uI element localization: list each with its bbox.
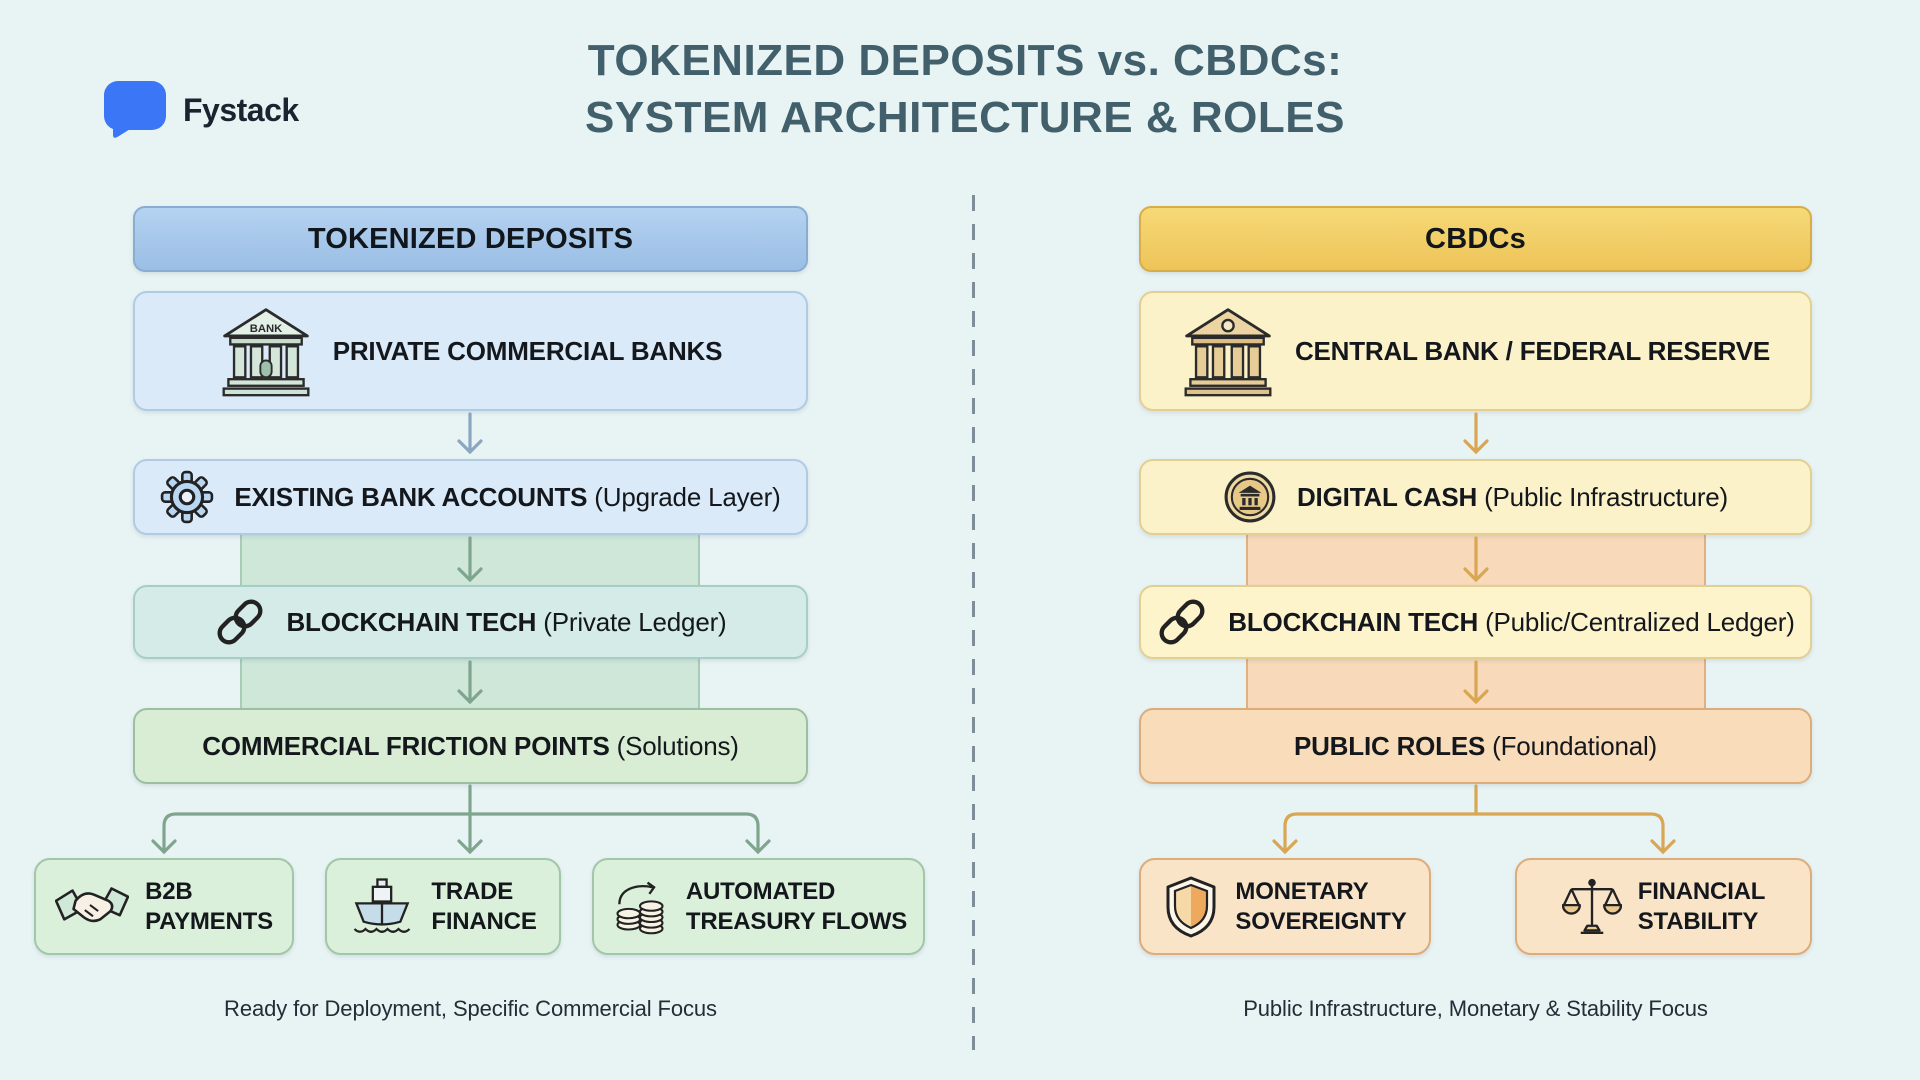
box-label: BLOCKCHAIN TECH (Public/Centralized Ledg… bbox=[1228, 606, 1795, 637]
box-label: PRIVATE COMMERCIAL BANKS bbox=[332, 335, 723, 366]
bank-icon: BANK bbox=[222, 308, 310, 397]
arrow-left-1 bbox=[457, 412, 483, 455]
box-central-bank-federal-reserve: CENTRAL BANK / FEDERAL RESERVE bbox=[1139, 291, 1812, 411]
arrow-right-1 bbox=[1463, 412, 1489, 455]
central-bank-icon bbox=[1184, 308, 1272, 397]
column-divider bbox=[972, 195, 975, 1050]
box-label: DIGITAL CASH (Public Infrastructure) bbox=[1296, 481, 1729, 512]
right-header-label: CBDCs bbox=[1425, 222, 1526, 255]
ship-icon bbox=[354, 877, 411, 933]
box-private-commercial-banks: BANK PRIVATE COMMERCIAL BANKS bbox=[133, 291, 808, 411]
page-title-line1: TOKENIZED DEPOSITS vs. CBDCs: bbox=[587, 36, 1343, 85]
leaf-label: B2B PAYMENTS bbox=[145, 877, 273, 935]
leaf-label: FINANCIAL STABILITY bbox=[1637, 877, 1766, 935]
leaf-financial-stability: FINANCIAL STABILITY bbox=[1515, 858, 1812, 955]
chain-link-icon bbox=[1159, 599, 1205, 645]
box-label: BLOCKCHAIN TECH (Private Ledger) bbox=[286, 606, 727, 637]
gear-icon bbox=[161, 470, 214, 524]
coins-icon bbox=[616, 881, 664, 934]
fystack-logo-icon bbox=[104, 81, 166, 138]
right-column-header: CBDCs bbox=[1139, 206, 1812, 272]
left-column-header: TOKENIZED DEPOSITS bbox=[133, 206, 808, 272]
handshake-icon bbox=[55, 886, 130, 922]
box-label: COMMERCIAL FRICTION POINTS (Solutions) bbox=[202, 730, 739, 761]
left-column-caption: Ready for Deployment, Specific Commercia… bbox=[224, 996, 717, 1021]
leaf-label: TRADE FINANCE bbox=[431, 877, 537, 935]
box-label: PUBLIC ROLES (Foundational) bbox=[1293, 730, 1658, 761]
box-label: EXISTING BANK ACCOUNTS (Upgrade Layer) bbox=[234, 481, 781, 512]
box-blockchain-tech-left: BLOCKCHAIN TECH (Private Ledger) bbox=[133, 585, 808, 659]
box-existing-bank-accounts: EXISTING BANK ACCOUNTS (Upgrade Layer) bbox=[133, 459, 808, 535]
branch-right bbox=[1272, 784, 1676, 855]
page-title: TOKENIZED DEPOSITS vs. CBDCs: SYSTEM ARC… bbox=[460, 32, 1470, 146]
leaf-label: MONETARY SOVEREIGNTY bbox=[1235, 877, 1407, 935]
logo-text: Fystack bbox=[183, 91, 299, 128]
leaf-automated-treasury-flows: AUTOMATED TREASURY FLOWS bbox=[592, 858, 925, 955]
scales-icon bbox=[1561, 878, 1622, 934]
chain-link-icon bbox=[218, 599, 263, 645]
right-column-caption: Public Infrastructure, Monetary & Stabil… bbox=[1243, 996, 1708, 1021]
digital-cash-coin-icon bbox=[1224, 471, 1276, 523]
box-commercial-friction-points: COMMERCIAL FRICTION POINTS (Solutions) bbox=[133, 708, 808, 784]
leaf-trade-finance: TRADE FINANCE bbox=[325, 858, 561, 955]
shield-icon bbox=[1166, 876, 1216, 937]
leaf-monetary-sovereignty: MONETARY SOVEREIGNTY bbox=[1139, 858, 1431, 955]
box-label: CENTRAL BANK / FEDERAL RESERVE bbox=[1294, 335, 1771, 366]
box-public-roles: PUBLIC ROLES (Foundational) bbox=[1139, 708, 1812, 784]
page-title-line2: SYSTEM ARCHITECTURE & ROLES bbox=[585, 93, 1345, 142]
leaf-b2b-payments: B2B PAYMENTS bbox=[34, 858, 294, 955]
branch-left bbox=[151, 784, 771, 855]
logo: Fystack bbox=[103, 80, 299, 140]
bank-icon-label: BANK bbox=[249, 323, 282, 335]
box-digital-cash: DIGITAL CASH (Public Infrastructure) bbox=[1139, 459, 1812, 535]
box-blockchain-tech-right: BLOCKCHAIN TECH (Public/Centralized Ledg… bbox=[1139, 585, 1812, 659]
leaf-label: AUTOMATED TREASURY FLOWS bbox=[685, 877, 908, 935]
left-header-label: TOKENIZED DEPOSITS bbox=[307, 222, 634, 255]
